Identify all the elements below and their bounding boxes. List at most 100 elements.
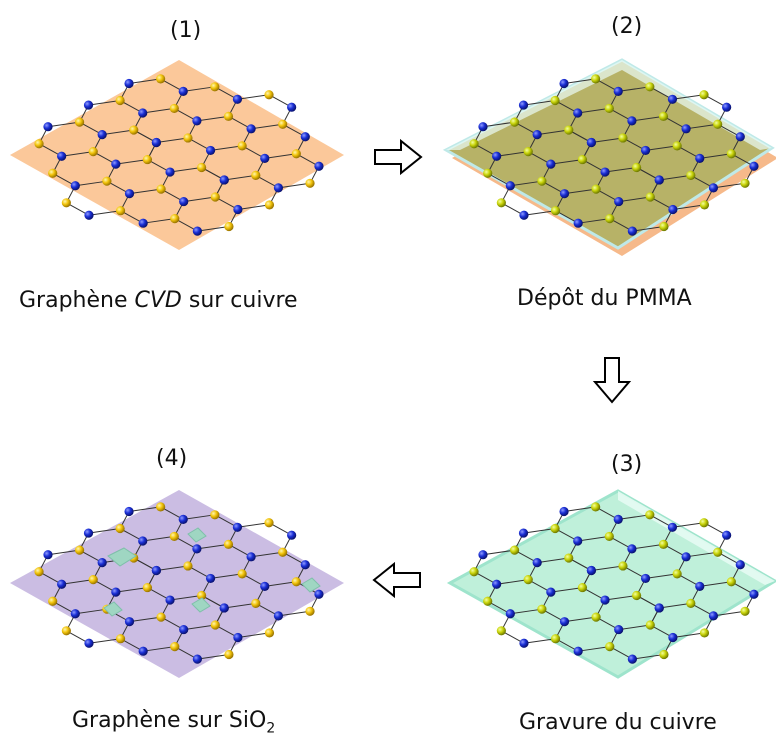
carbon-atom-blue [573, 108, 583, 118]
carbon-bond [142, 107, 175, 114]
carbon-atom-blue [300, 560, 310, 570]
carbon-bond [237, 94, 270, 100]
carbon-atom-blue [735, 132, 745, 142]
carbon-atom-yellow [264, 628, 275, 638]
carbon-atom-blue [546, 159, 556, 169]
carbon-bond [128, 506, 161, 512]
carbon-bond [156, 137, 189, 144]
caption-4: Graphène sur SiO2 [72, 708, 275, 736]
carbon-bond [510, 180, 542, 187]
carbon-atom-blue [695, 581, 705, 591]
carbon-bond [264, 153, 297, 159]
carbon-atom-yellow [278, 119, 288, 129]
carbon-atom-blue [559, 506, 569, 517]
carbon-atom-yellow [726, 577, 736, 587]
carbon-bond [197, 654, 230, 660]
carbon-atom-yellow [699, 518, 709, 528]
carbon-atom-blue [192, 116, 202, 126]
carbon-atom-yellow [509, 117, 520, 127]
carbon-atom-yellow [169, 103, 179, 114]
residue-3 [103, 601, 123, 617]
panel-4-sio2 [10, 490, 344, 678]
carbon-bond [482, 121, 515, 128]
panel-3-pmma [446, 489, 776, 679]
carbon-atom-blue [573, 218, 583, 228]
carbon-atom-yellow [713, 119, 723, 129]
carbon-atom-yellow [169, 531, 179, 542]
carbon-atom-yellow [604, 103, 614, 114]
carbon-atom-blue [192, 544, 202, 554]
carbon-atom-blue [681, 124, 691, 134]
carbon-atom-blue [232, 522, 243, 532]
carbon-atom-yellow [34, 567, 44, 577]
carbon-bond [129, 188, 162, 195]
residue-2 [187, 527, 207, 543]
carbon-atom-blue [640, 573, 651, 584]
carbon-atom-blue [84, 210, 94, 220]
carbon-bond [496, 151, 529, 157]
carbon-atom-blue [124, 189, 135, 199]
carbon-atom-yellow [102, 176, 112, 186]
carbon-atom-blue [735, 560, 745, 570]
carbon-bond [577, 107, 610, 114]
carbon-atom-blue [70, 609, 80, 619]
carbon-bond [686, 551, 718, 558]
carbon-bond [210, 573, 243, 579]
carbon-atom-blue [111, 587, 121, 597]
carbon-atom-yellow [156, 612, 166, 622]
carbon-atom-yellow [291, 577, 301, 587]
carbon-atom-blue [492, 151, 502, 161]
carbon-atom-blue [519, 638, 529, 648]
carbon-atom-blue [749, 589, 759, 599]
carbon-atom-yellow [645, 510, 655, 520]
carbon-atom-blue [478, 550, 488, 560]
carbon-bond [686, 123, 718, 130]
caption-2: Dépôt du PMMA [517, 286, 692, 311]
carbon-atom-yellow [74, 117, 85, 127]
carbon-bond [550, 159, 583, 165]
carbon-atom-yellow [237, 569, 247, 579]
carbon-atom-blue [722, 530, 732, 540]
carbon-bond [129, 616, 162, 623]
carbon-atom-blue [84, 638, 94, 648]
carbon-atom-yellow [224, 649, 234, 660]
carbon-atom-blue [667, 522, 678, 532]
pmma-residues [103, 527, 321, 617]
carbon-atom-blue [179, 624, 189, 635]
carbon-bond [224, 174, 256, 181]
step-number-1: (1) [170, 18, 202, 43]
carbon-bond [196, 543, 229, 550]
carbon-atom-blue [192, 654, 202, 664]
graphene-lattice-2 [469, 74, 759, 236]
carbon-atom-blue [205, 145, 216, 156]
carbon-bond [510, 608, 542, 615]
carbon-bond [75, 180, 107, 187]
carbon-atom-yellow [537, 604, 547, 614]
carbon-atom-blue [492, 579, 502, 589]
carbon-atom-yellow [645, 192, 655, 202]
carbon-atom-yellow [632, 162, 642, 173]
carbon-atom-yellow [564, 553, 574, 563]
carbon-atom-yellow [197, 590, 207, 601]
carbon-bond [197, 226, 230, 232]
carbon-atom-yellow [469, 139, 479, 149]
carbon-atom-blue [83, 100, 94, 110]
carbon-bond [47, 549, 80, 556]
carbon-atom-yellow [115, 634, 126, 644]
carbon-bond [591, 565, 624, 572]
carbon-atom-yellow [550, 206, 561, 216]
carbon-atom-yellow [197, 162, 207, 173]
step-number-2: (2) [611, 14, 643, 39]
carbon-atom-yellow [686, 170, 696, 180]
carbon-atom-blue [138, 218, 148, 228]
carbon-atom-blue [179, 196, 189, 207]
carbon-bond [128, 78, 161, 84]
carbon-bond [115, 159, 148, 165]
carbon-atom-yellow [645, 82, 655, 92]
carbon-atom-blue [178, 514, 188, 524]
carbon-atom-yellow [591, 74, 601, 84]
carbon-atom-blue [505, 181, 515, 191]
carbon-atom-blue [300, 132, 310, 142]
residue-4 [191, 597, 211, 613]
caption-1: Graphène CVD sur cuivre [19, 288, 298, 313]
